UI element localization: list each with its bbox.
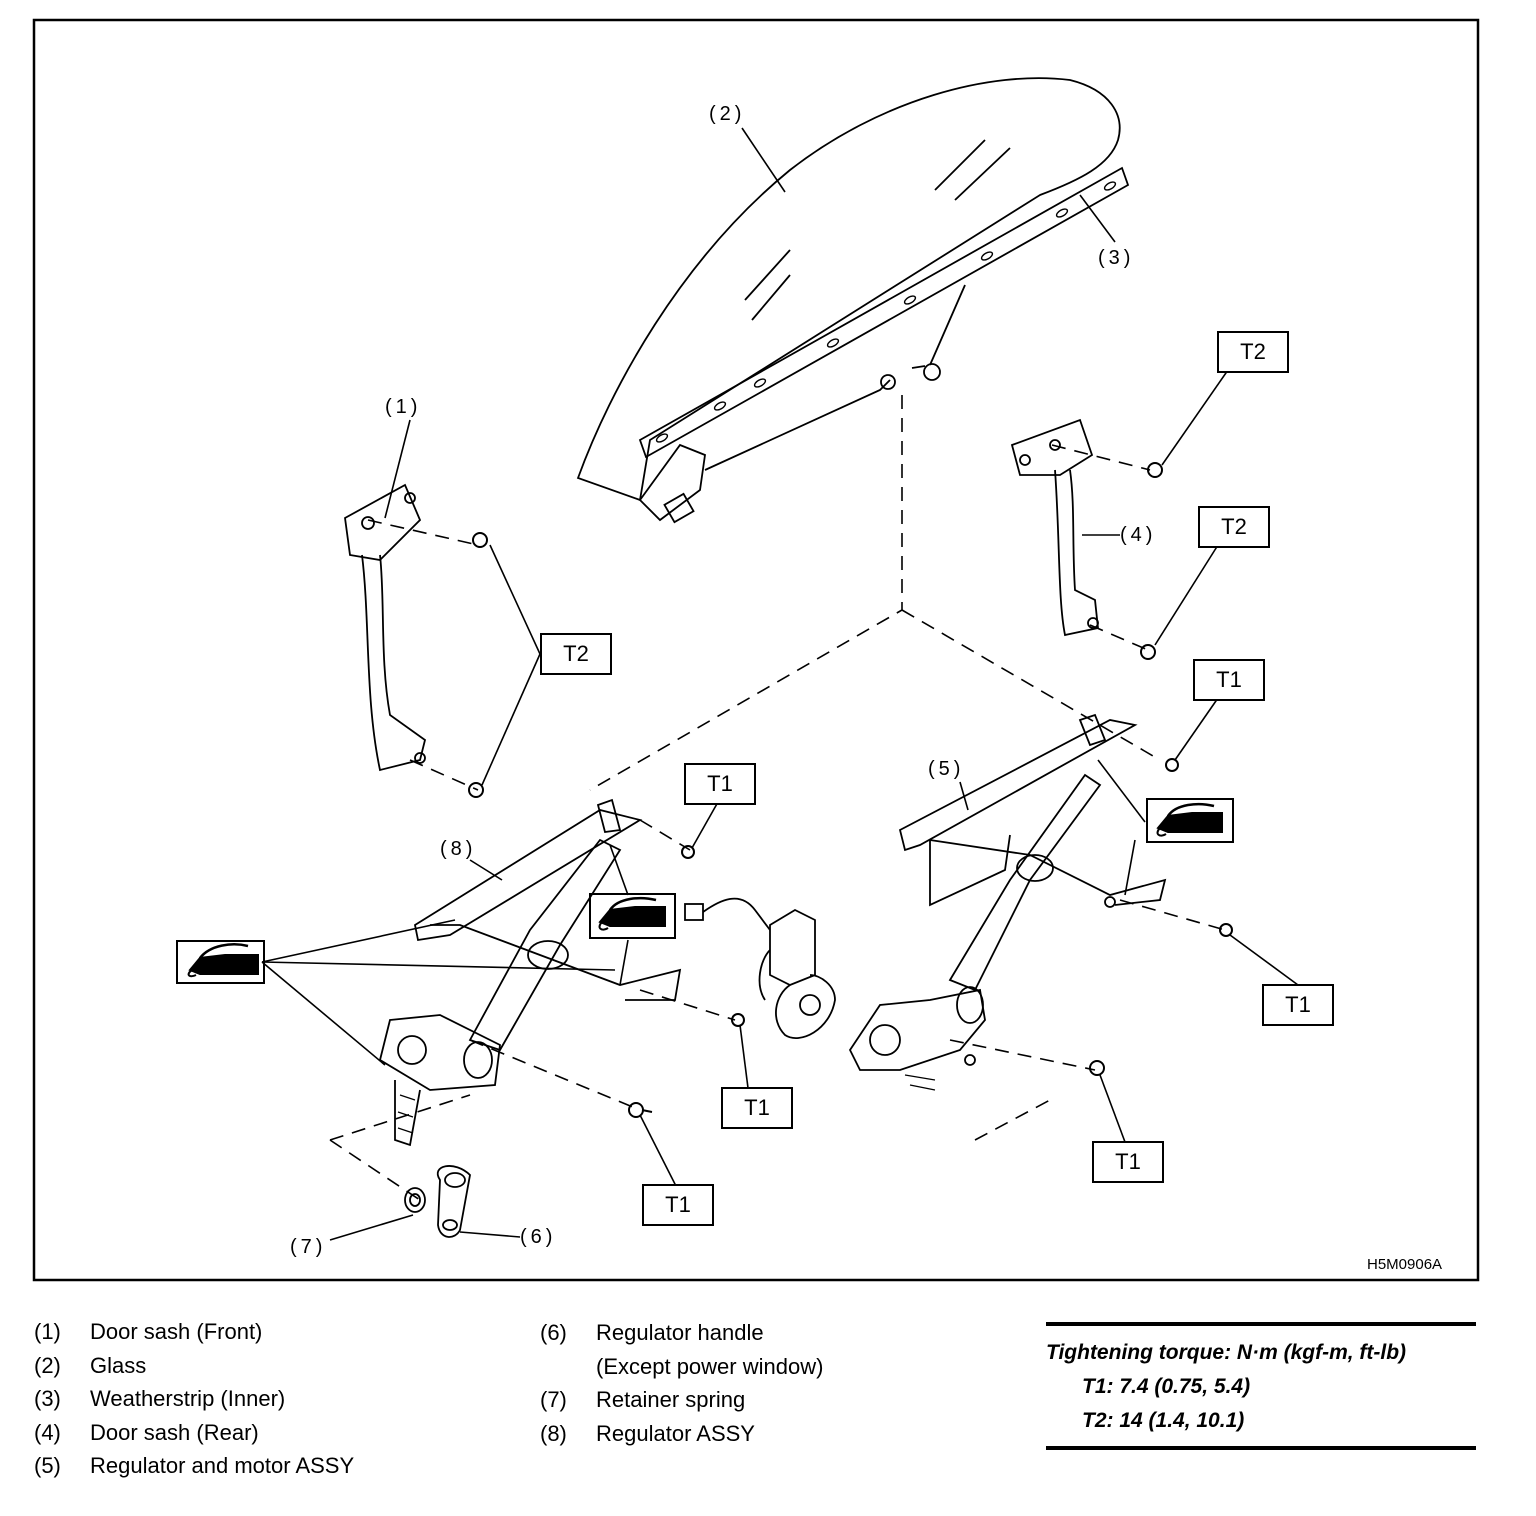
torque-tag-t1: T1: [1092, 1141, 1164, 1183]
torque-tag-t1: T1: [1193, 659, 1265, 701]
legend-item: (4) Door sash (Rear): [34, 1416, 354, 1450]
legend-item: (7) Retainer spring: [540, 1383, 823, 1417]
legend-num: (4): [34, 1419, 61, 1445]
legend-left: (1) Door sash (Front) (2) Glass (3) Weather…: [34, 1315, 354, 1483]
nut-rear-bottom: [1140, 644, 1156, 660]
nut-reg-lower: [731, 1013, 745, 1027]
legend-text: (Except power window): [596, 1353, 824, 1379]
torque-t2-value: T2: 14 (1.4, 10.1): [1082, 1409, 1245, 1432]
nut-front-bottom: [468, 782, 484, 798]
legend-num: (2): [34, 1352, 61, 1378]
legend-num: (3): [34, 1386, 61, 1411]
legend-item: (3) Weatherstrip (Inner): [34, 1382, 354, 1416]
legend-item: (2) Glass: [34, 1349, 354, 1383]
torque-heading: Tightening torque: N·m (kgf-m, ft-lb): [1046, 1341, 1407, 1364]
callout-6: (6): [520, 1226, 557, 1248]
callout-3: (3): [1098, 247, 1135, 269]
legend-num: (7): [540, 1387, 567, 1412]
nut-reg-upper: [681, 845, 695, 859]
torque-tag-t1: T1: [642, 1184, 714, 1226]
torque-t1-value: T1: 7.4 (0.75, 5.4): [1082, 1375, 1251, 1398]
legend-right: (6) Regulator handle (Except power window…: [540, 1316, 823, 1450]
legend-item: (8) Regulator ASSY: [540, 1417, 823, 1451]
nut-rm-right: [1219, 923, 1233, 937]
callout-7: (7): [290, 1236, 327, 1258]
window-motor-part: [684, 897, 836, 1039]
grease-icon: [1146, 798, 1234, 843]
legend-num: (1): [34, 1319, 61, 1344]
regulator-handle-part: [437, 1165, 471, 1238]
torque-tag-t2: T2: [540, 633, 612, 675]
legend-item: (6) Regulator handle: [540, 1316, 823, 1350]
torque-spec-box: Tightening torque: N·m (kgf-m, ft-lb) T1…: [1046, 1322, 1476, 1450]
glass-part: [576, 77, 1121, 524]
callout-5: (5): [928, 758, 965, 780]
grease-icon: [176, 940, 265, 984]
legend-num: [540, 1350, 596, 1384]
legend-text: Regulator and motor ASSY: [90, 1453, 355, 1478]
weatherstrip-part: [638, 166, 1130, 459]
callout-4: (4): [1120, 524, 1157, 546]
leader-lines: [261, 127, 1299, 1241]
legend-num: (8): [540, 1420, 567, 1446]
legend-item: (5) Regulator and motor ASSY: [34, 1449, 354, 1483]
regulator-assy-part: [378, 798, 682, 1147]
callout-8: (8): [440, 838, 477, 860]
figure-frame: [32, 18, 1480, 1282]
legend-text: Regulator ASSY: [596, 1420, 755, 1446]
callout-2: (2): [709, 103, 746, 125]
retainer-spring-part: [404, 1187, 426, 1213]
legend-text: Weatherstrip (Inner): [90, 1386, 286, 1411]
legend-text: Retainer spring: [596, 1387, 746, 1412]
legend-text: Regulator handle: [596, 1320, 764, 1345]
nut-rear-top: [1147, 462, 1163, 478]
legend-item: (1) Door sash (Front): [34, 1315, 354, 1349]
figure-id: H5M0906A: [1367, 1256, 1443, 1273]
torque-tag-t2: T2: [1198, 506, 1270, 548]
legend-num: (5): [34, 1453, 61, 1478]
legend-text: Door sash (Rear): [90, 1419, 259, 1445]
bolt-reg: [628, 1102, 653, 1118]
callout-1: (1): [385, 396, 422, 418]
legend-item: (Except power window): [540, 1350, 823, 1384]
torque-tag-t1: T1: [721, 1087, 793, 1129]
door-sash-front-part: [344, 483, 427, 772]
torque-tag-t2: T2: [1217, 331, 1289, 373]
bolt-rm: [1089, 1060, 1105, 1076]
torque-tag-t1: T1: [684, 763, 756, 805]
nut-front-top: [472, 532, 488, 548]
nut-rm-upper: [1165, 758, 1179, 772]
legend-num: (6): [540, 1320, 567, 1345]
grease-icon: [589, 893, 676, 939]
legend-text: Glass: [90, 1352, 147, 1378]
torque-tag-t1: T1: [1262, 984, 1334, 1026]
regulator-motor-assy-part: [848, 713, 1167, 1091]
legend-text: Door sash (Front): [90, 1319, 263, 1344]
door-sash-rear-part: [1010, 418, 1099, 637]
